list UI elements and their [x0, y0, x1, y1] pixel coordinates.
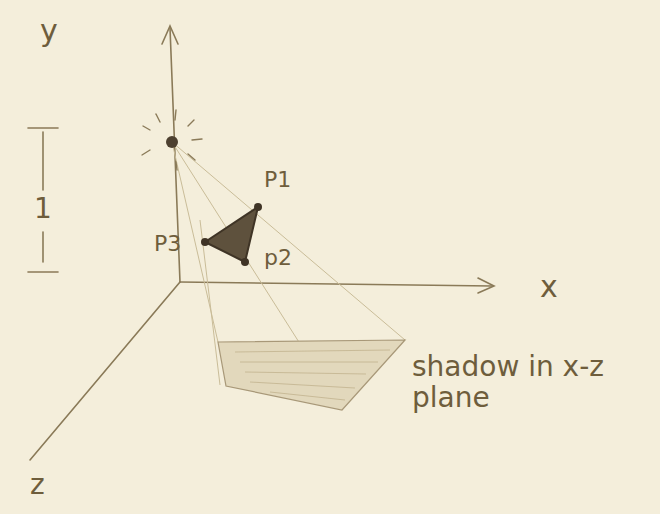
axis-label: x: [540, 270, 558, 303]
projection-lines: [172, 142, 405, 410]
axis-arrow: [162, 26, 178, 44]
point-label: P1: [264, 168, 291, 192]
axis-arrow: [478, 278, 494, 293]
x-axis: [180, 282, 492, 286]
point-label: p2: [264, 246, 292, 270]
dimension-tick: [28, 271, 58, 273]
light-source: [142, 110, 202, 170]
shadow: [218, 340, 405, 410]
dimension-line: [42, 132, 44, 190]
vertex-dot: [201, 238, 209, 246]
point-label: P3: [154, 232, 181, 256]
dimension-label: 1: [34, 194, 52, 225]
shadow-hatching: [235, 350, 390, 400]
note: shadow in x-z plane: [412, 352, 642, 414]
dimension-tick: [28, 127, 58, 129]
z-axis: [30, 282, 180, 460]
axis-label: z: [30, 470, 45, 501]
triangle: [205, 207, 258, 262]
vertex-dot: [241, 258, 249, 266]
vertex-dot: [254, 203, 262, 211]
axis-label: y: [40, 14, 58, 47]
dimension-line: [42, 232, 44, 262]
